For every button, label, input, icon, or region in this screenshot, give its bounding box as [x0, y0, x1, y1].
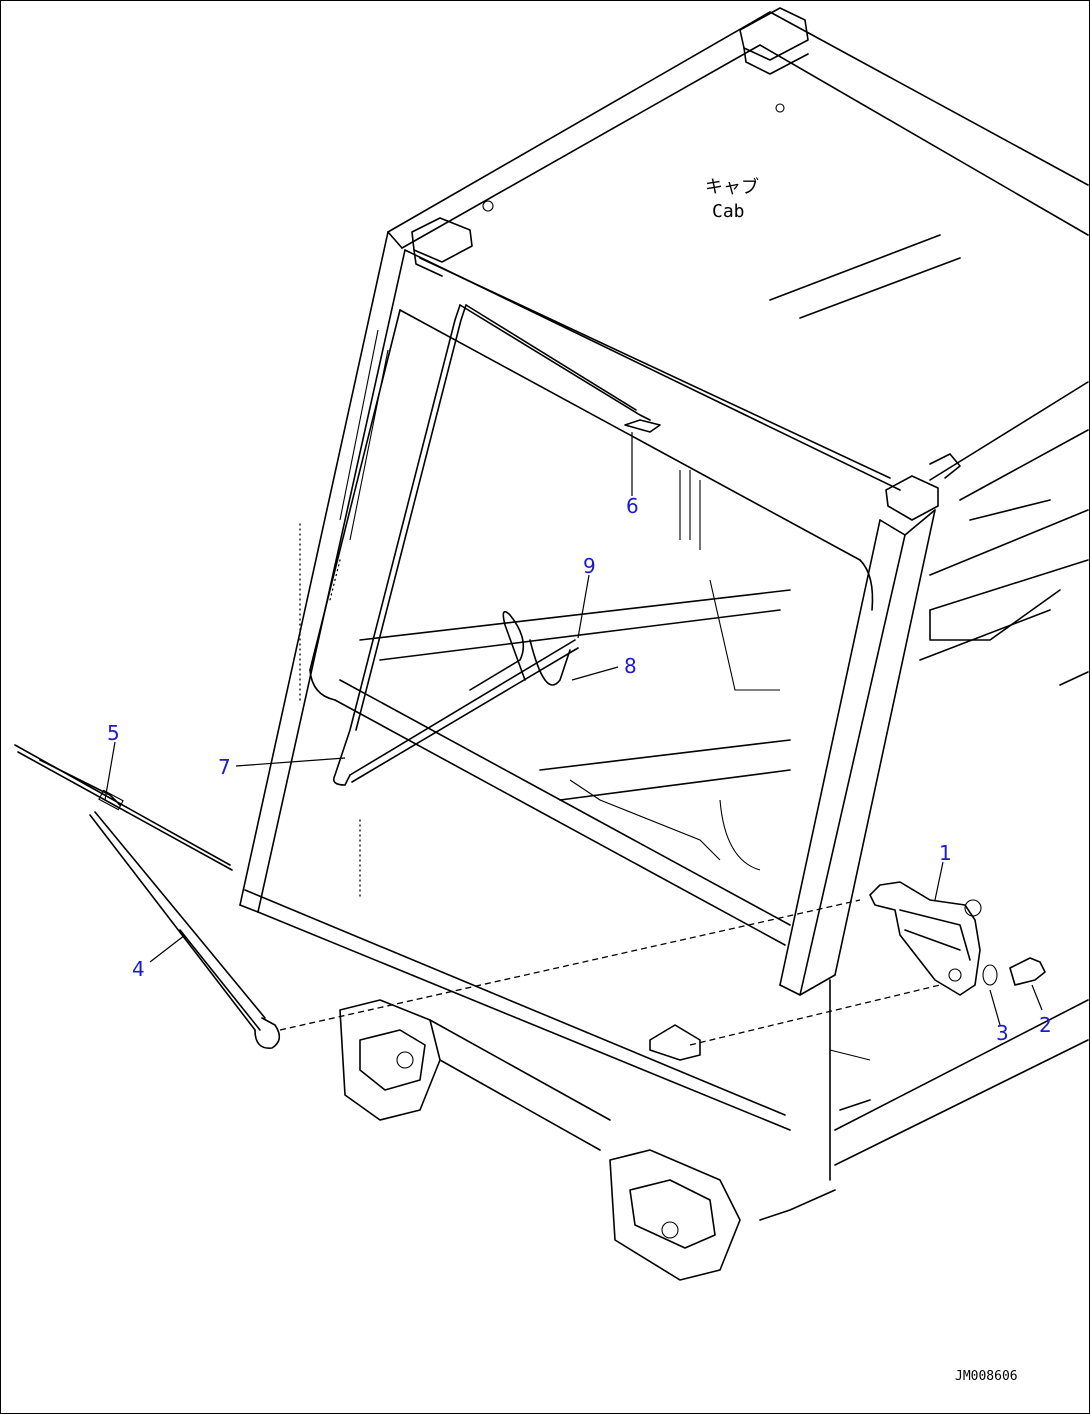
nozzle-6: [624, 419, 661, 433]
cab-label-jp: キャブ: [705, 176, 759, 198]
callout-2: 2: [1039, 1013, 1052, 1037]
callout-9: 9: [583, 554, 596, 578]
drawing-code: JM008606: [955, 1369, 1018, 1384]
cab-frame: [239, 231, 1089, 1221]
callout-3: 3: [996, 1021, 1009, 1045]
cab-roof: [387, 7, 1089, 521]
cab-mounts: [339, 999, 741, 1281]
cab-label-en: Cab: [712, 201, 745, 222]
wiper-motor: [649, 881, 1046, 1061]
leaders: [104, 432, 1043, 1026]
callout-5: 5: [107, 721, 120, 745]
callout-8: 8: [624, 654, 637, 678]
wiper-blade: [14, 744, 233, 871]
wiper-arm: [89, 811, 861, 1049]
washer-hose: [332, 304, 661, 786]
callouts: 1 2 3 4 5 6 7 8 9: [107, 494, 1052, 1045]
callout-7: 7: [218, 755, 231, 779]
callout-6: 6: [626, 494, 639, 518]
callout-4: 4: [132, 957, 145, 981]
washer-3: [982, 964, 998, 986]
bolt-2: [1009, 957, 1046, 986]
callout-1: 1: [939, 841, 952, 865]
